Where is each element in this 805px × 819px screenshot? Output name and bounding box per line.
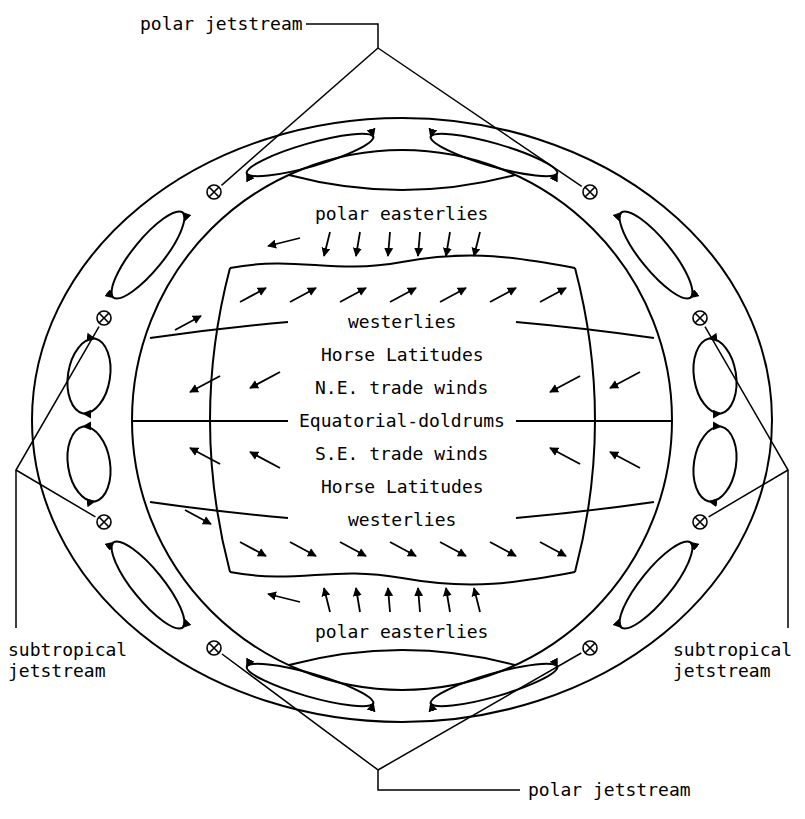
wind-arrow xyxy=(388,232,390,256)
wind-arrow xyxy=(290,288,316,302)
jet-symbol xyxy=(97,311,111,325)
wind-arrow xyxy=(550,448,580,464)
wind-arrow xyxy=(440,542,466,556)
polar-front-line xyxy=(230,256,575,268)
wind-arrow xyxy=(268,594,300,602)
wind-arrow xyxy=(190,376,220,392)
wind-arrow xyxy=(340,542,366,556)
leader-line xyxy=(222,654,520,790)
wind-belt-label: Horse Latitudes xyxy=(319,477,486,498)
equator-line xyxy=(516,420,672,422)
wind-arrow xyxy=(290,542,316,556)
wind-arrow xyxy=(474,588,480,612)
latitude-line xyxy=(516,502,654,518)
polar-cell xyxy=(247,664,374,706)
equator-line xyxy=(132,420,288,422)
jetstream-label: subtropical jetstream xyxy=(671,640,801,681)
ferrel-cell xyxy=(112,541,185,628)
wind-belt-label: N.E. trade winds xyxy=(313,378,490,399)
jet-symbol xyxy=(97,515,111,529)
polar-arc xyxy=(289,650,515,665)
wind-belt-label: polar easterlies xyxy=(313,622,490,643)
wind-arrow xyxy=(324,232,330,256)
jet-symbol xyxy=(583,641,597,655)
ferrel-cell xyxy=(620,211,693,298)
wind-arrow xyxy=(324,588,330,612)
ferrel-cell xyxy=(620,541,693,628)
wind-arrow xyxy=(250,452,280,468)
polar-cell xyxy=(431,664,558,706)
wind-belt-label: westerlies xyxy=(346,312,458,333)
wind-arrow xyxy=(474,232,480,256)
wind-arrow xyxy=(390,542,416,556)
wind-arrow xyxy=(446,232,450,256)
wind-arrow xyxy=(490,542,516,556)
leader-line xyxy=(378,48,582,186)
wind-arrow xyxy=(550,376,580,392)
jet-symbol xyxy=(207,641,221,655)
leader-line xyxy=(705,327,788,628)
polar-arc xyxy=(289,175,515,190)
latitude-line xyxy=(150,322,288,338)
polar-cell xyxy=(431,134,558,176)
hadley-cell xyxy=(693,426,736,501)
wind-arrow xyxy=(490,288,516,302)
latitude-line xyxy=(516,322,654,338)
leader-line xyxy=(222,48,379,185)
wind-belt-label: S.E. trade winds xyxy=(313,444,490,465)
polar-cell xyxy=(247,134,374,176)
wind-arrow xyxy=(240,288,266,302)
earth-circle xyxy=(132,150,672,690)
wind-arrow xyxy=(388,588,390,612)
leader-line xyxy=(378,653,581,770)
leader-line xyxy=(16,470,95,517)
jetstream-label: subtropical jetstream xyxy=(6,640,134,681)
wind-arrow xyxy=(418,588,420,612)
wind-arrow xyxy=(418,232,420,256)
atmosphere-outline xyxy=(32,118,772,722)
wind-arrow xyxy=(250,372,280,388)
wind-arrow xyxy=(356,232,360,256)
wind-arrow xyxy=(540,542,566,556)
latitude-line xyxy=(150,502,288,518)
hadley-cell xyxy=(693,338,736,413)
wind-arrow xyxy=(356,588,360,612)
jet-symbol xyxy=(583,185,597,199)
wind-arrow xyxy=(240,542,266,556)
wind-arrow xyxy=(268,238,300,246)
wind-arrow xyxy=(610,452,640,468)
leader-line xyxy=(709,470,788,517)
wind-arrow xyxy=(540,288,566,302)
hadley-cell xyxy=(67,338,110,413)
wind-arrow xyxy=(390,288,416,302)
wind-arrow xyxy=(340,288,366,302)
wind-arrow xyxy=(610,372,640,388)
wind-arrow xyxy=(446,588,450,612)
jetstream-label: polar jetstream xyxy=(138,14,305,35)
wind-arrow xyxy=(440,288,466,302)
polar-front-line xyxy=(230,572,575,584)
leader-line xyxy=(16,327,99,628)
jetstream-label: polar jetstream xyxy=(526,780,693,801)
wind-belt-label: polar easterlies xyxy=(313,204,490,225)
wind-arrow xyxy=(175,316,201,330)
leader-line xyxy=(306,24,378,48)
ferrel-cell xyxy=(112,211,185,298)
jet-symbol xyxy=(693,311,707,325)
jet-symbol xyxy=(693,515,707,529)
wind-arrow xyxy=(185,510,211,524)
wind-arrow xyxy=(190,448,220,464)
jet-symbol xyxy=(207,185,221,199)
wind-belt-label: Horse Latitudes xyxy=(319,345,486,366)
wind-belt-label: Equatorial-doldrums xyxy=(297,411,507,432)
hadley-cell xyxy=(67,426,110,501)
wind-belt-label: westerlies xyxy=(346,510,458,531)
